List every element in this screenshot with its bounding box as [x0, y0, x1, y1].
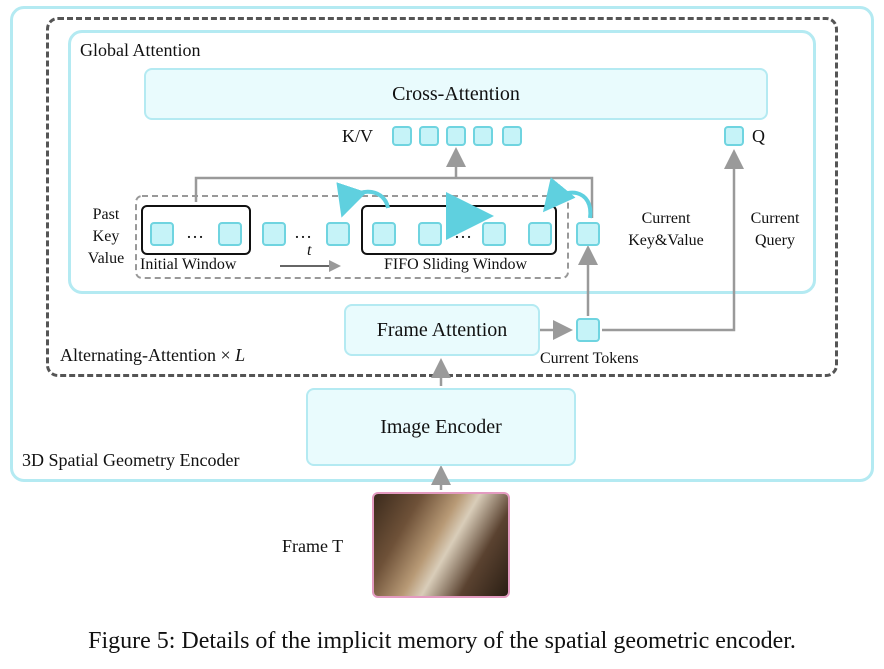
current-tokens-token	[576, 318, 600, 342]
query-label: Q	[752, 126, 765, 146]
frame-attention-label: Frame Attention	[376, 318, 508, 341]
t-label: t	[307, 242, 312, 259]
current-kv-label: Current Key&Value	[620, 208, 712, 252]
current-kv-line: Key&Value	[628, 232, 704, 249]
line-memory-bus	[194, 176, 594, 218]
current-query-line: Query	[755, 232, 795, 249]
frame-image	[372, 492, 510, 598]
global-attention-container	[68, 30, 816, 294]
kv-label: K/V	[342, 126, 373, 146]
global-attention-label: Global Attention	[80, 40, 201, 60]
query-token	[724, 126, 744, 146]
current-kv-line: Current	[641, 210, 691, 227]
memory-token	[262, 222, 286, 246]
cross-attention-box: Cross-Attention	[144, 68, 768, 120]
fifo-window-label: FIFO Sliding Window	[384, 256, 528, 273]
alternating-attention-text: Alternating-Attention ×	[60, 345, 231, 365]
current-kv-token	[576, 222, 600, 246]
arrow-tokens-to-query	[602, 149, 744, 332]
past-kv-line: Past	[92, 206, 120, 223]
alternating-attention-l: L	[235, 345, 246, 365]
initial-window-label: Initial Window	[140, 256, 237, 273]
kv-token	[419, 126, 439, 146]
past-kv-line: Key	[92, 228, 120, 245]
ellipsis: …	[186, 222, 204, 242]
image-encoder-box: Image Encoder	[306, 388, 576, 466]
frame-image-placeholder	[374, 494, 508, 596]
memory-token	[418, 222, 442, 246]
image-encoder-label: Image Encoder	[380, 415, 502, 438]
append-arrow	[542, 177, 593, 219]
past-kv-line: Value	[87, 250, 125, 267]
cross-attention-label: Cross-Attention	[392, 82, 520, 105]
memory-token	[150, 222, 174, 246]
figure-caption: Figure 5: Details of the implicit memory…	[88, 628, 796, 654]
memory-token	[326, 222, 350, 246]
kv-token	[502, 126, 522, 146]
kv-token	[392, 126, 412, 146]
current-query-line: Current	[750, 210, 800, 227]
memory-token	[218, 222, 242, 246]
ellipsis: …	[294, 222, 312, 242]
memory-token	[482, 222, 506, 246]
current-tokens-label: Current Tokens	[540, 350, 639, 367]
memory-token	[528, 222, 552, 246]
frame-t-label: Frame T	[282, 536, 344, 556]
frame-attention-box: Frame Attention	[344, 304, 540, 356]
past-kv-label: Past Key Value	[86, 204, 126, 270]
memory-token	[372, 222, 396, 246]
evict-arrow	[336, 182, 390, 218]
kv-token	[473, 126, 493, 146]
spatial-encoder-label: 3D Spatial Geometry Encoder	[22, 450, 240, 470]
alternating-attention-label: Alternating-Attention × L	[60, 345, 245, 366]
initial-window-box	[141, 205, 251, 255]
kv-token	[446, 126, 466, 146]
ellipsis: …	[454, 222, 472, 242]
current-query-label: Current Query	[742, 208, 808, 252]
